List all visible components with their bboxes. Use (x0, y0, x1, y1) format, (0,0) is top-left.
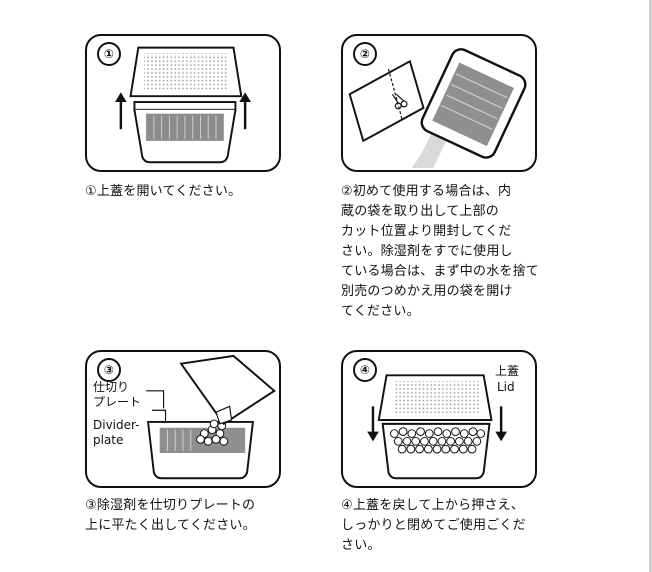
refill-bag-shape (348, 59, 425, 143)
step-3-illustration (146, 354, 276, 480)
divider-plate-label-jp: 仕切り プレート (93, 380, 142, 409)
step-4-illustration (367, 374, 507, 480)
step-2-panel: ② (341, 34, 537, 172)
down-arrow-left-icon (367, 406, 379, 442)
step-1-panel: ① (85, 34, 281, 172)
step-2-number: ② (353, 42, 377, 66)
step-1-number: ① (97, 42, 121, 66)
step-4-panel: ④ 上蓋 Lid (341, 350, 537, 488)
step-2-illustration (348, 48, 527, 169)
scissors-icon (391, 93, 408, 110)
lid-shape (377, 374, 493, 421)
step-2-caption: ②初めて使用する場合は、内 蔵の袋を取り出して上部の カット位置より開封してくだ… (341, 184, 540, 319)
desiccant-beads-shape (196, 419, 229, 446)
step-1-illustration (115, 46, 251, 164)
right-border-line (649, 0, 652, 572)
lid-label-en: Lid (497, 380, 515, 394)
up-arrow-right-icon (239, 92, 251, 130)
step-4-caption: ④上蓋を戻して上から押さえ、 しっかりと閉めてご使用ごくだ さい。 (341, 498, 526, 553)
tilted-container-shape (420, 48, 527, 159)
lid-shape (129, 46, 243, 98)
container-shape (133, 101, 237, 164)
step-4-number: ④ (353, 358, 377, 382)
step-1-caption: ①上蓋を開いてください。 (85, 184, 242, 199)
up-arrow-left-icon (115, 92, 127, 130)
container-shape (146, 420, 255, 480)
refill-bag-shape (179, 354, 276, 426)
step-3-caption: ③除湿剤を仕切りプレートの 上に平たく出してください。 (85, 498, 256, 533)
divider-plate-label-en: Divider- plate (93, 418, 140, 447)
step-3-number: ③ (97, 358, 121, 382)
desiccant-beads-shape (389, 427, 486, 454)
lid-label-jp: 上蓋 (495, 364, 520, 378)
down-arrow-right-icon (495, 406, 507, 442)
step-3-panel: ③ 仕切り プレート Divider- plate (85, 350, 281, 488)
